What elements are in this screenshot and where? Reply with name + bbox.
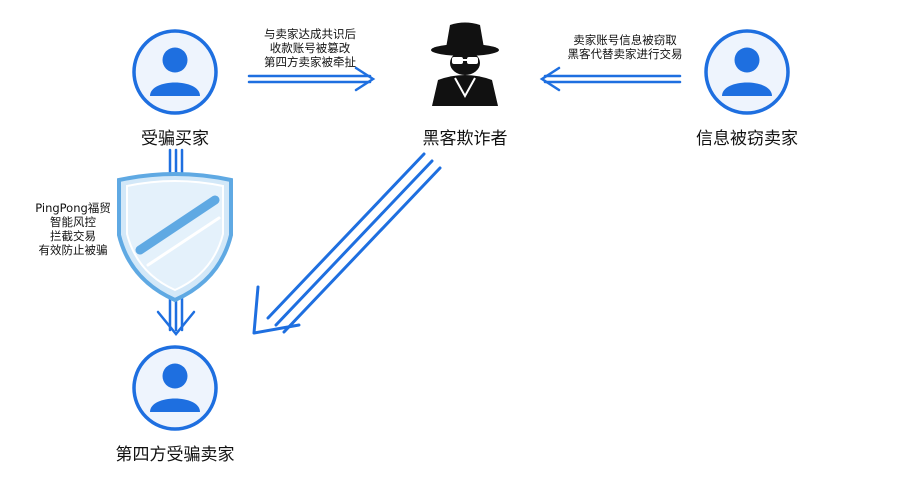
annotation-line: 卖家账号信息被窃取 [573, 33, 677, 47]
stolen-seller-person-icon [704, 29, 790, 115]
annotation-line: 收款账号被篡改 [269, 41, 351, 55]
arrow-buyer-to-hacker [247, 66, 376, 92]
annotation-line: 有效防止被骗 [38, 243, 108, 257]
seller-to-hacker-annotation: 卖家账号信息被窃取 黑客代替卖家进行交易 [555, 33, 695, 61]
annotation-line: 智能风控 [50, 215, 96, 229]
fourth-party-seller-person-icon [132, 345, 218, 431]
annotation-line: 黑客代替卖家进行交易 [567, 47, 683, 61]
annotation-line: PingPong福贸 [35, 201, 111, 215]
hacker-spy-icon [431, 22, 499, 106]
annotation-line: 拦截交易 [50, 229, 96, 243]
shield-annotation: PingPong福贸 智能风控 拦截交易 有效防止被骗 [18, 201, 128, 257]
buyer-to-hacker-annotation: 与卖家达成共识后 收款账号被篡改 第四方卖家被牵扯 [240, 27, 380, 69]
scammed-buyer-label: 受骗买家 [141, 129, 209, 149]
hacker-label: 黑客欺诈者 [422, 129, 508, 149]
annotation-line: 第四方卖家被牵扯 [264, 55, 356, 69]
annotation-line: 与卖家达成共识后 [264, 27, 356, 41]
arrow-seller-to-hacker [539, 66, 682, 92]
scammed-buyer-person-icon [132, 29, 218, 115]
stolen-seller-label: 信息被窃卖家 [696, 129, 798, 149]
arrow-hacker-to-fourth-party [252, 152, 442, 335]
fourth-party-seller-label: 第四方受骗卖家 [115, 445, 235, 465]
protection-shield-icon [117, 172, 233, 303]
